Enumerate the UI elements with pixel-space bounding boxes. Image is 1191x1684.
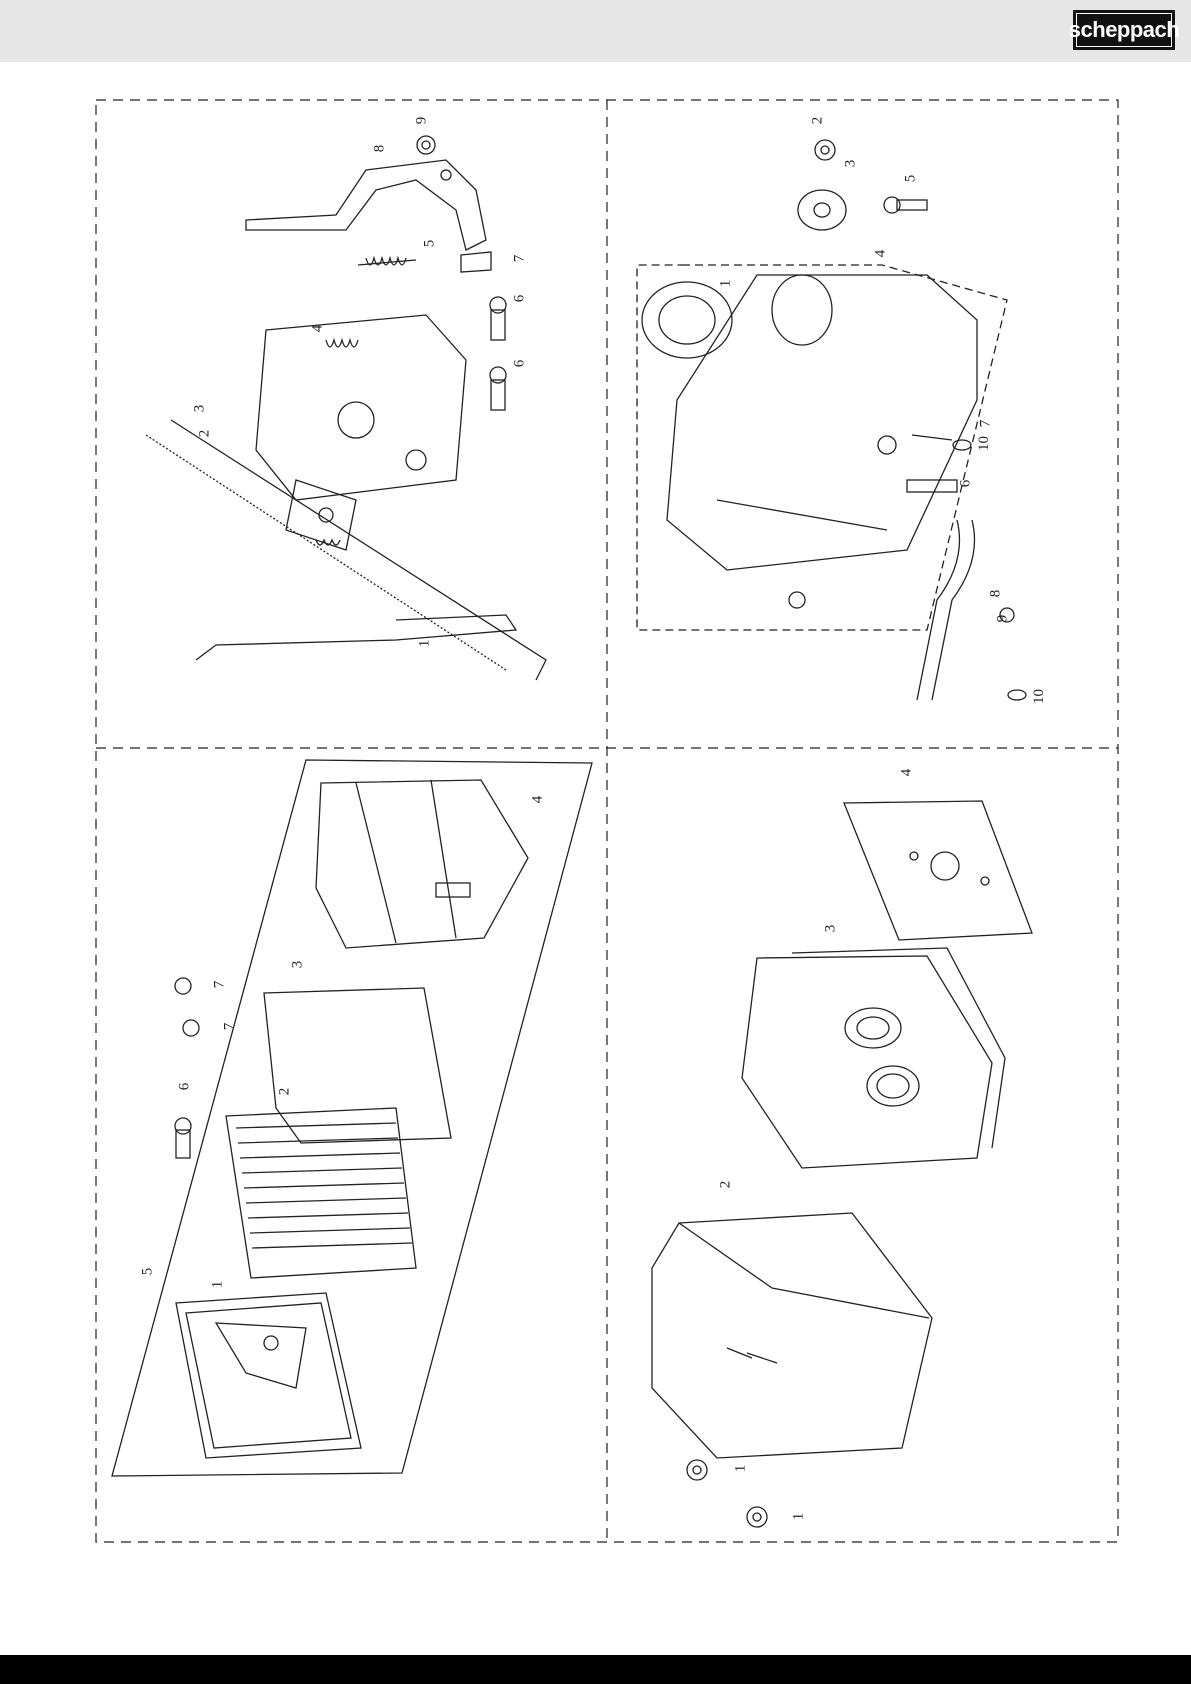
callout-4: 4 [529, 796, 546, 804]
callout-3: 3 [822, 925, 839, 933]
callout-10a: 10 [976, 436, 993, 451]
callout-2: 2 [717, 1181, 734, 1189]
callout-9: 9 [413, 117, 430, 125]
callout-10b: 10 [1031, 689, 1048, 704]
callout-1: 1 [416, 640, 433, 648]
callout-4: 4 [872, 250, 889, 258]
fuel-tank-diagram: 2 3 5 4 1 7 10 6 8 9 10 [607, 100, 1118, 748]
callout-6: 6 [957, 480, 974, 488]
callout-8: 8 [371, 145, 388, 153]
callout-8: 8 [987, 590, 1004, 598]
callout-7b: 7 [221, 1023, 238, 1031]
callout-5: 5 [902, 175, 919, 183]
air-filter-diagram: 4 7 7 6 3 2 5 1 [96, 748, 607, 1542]
callout-6a: 6 [511, 295, 528, 303]
callout-1b: 1 [790, 1513, 807, 1521]
governor-linkage-diagram: 9 8 5 7 6 6 4 3 2 1 [96, 100, 607, 748]
callout-1: 1 [209, 1281, 226, 1289]
callout-7: 7 [977, 420, 994, 428]
callout-9: 9 [994, 615, 1011, 623]
callout-2: 2 [196, 430, 213, 438]
page-footer [0, 1655, 1191, 1684]
callout-1: 1 [717, 280, 734, 288]
callout-2: 2 [809, 117, 826, 125]
muffler-diagram: 4 3 2 1 1 [607, 748, 1118, 1542]
callout-2: 2 [276, 1088, 293, 1096]
callout-6b: 6 [511, 360, 528, 368]
callout-6: 6 [176, 1083, 193, 1091]
callout-7a: 7 [211, 981, 228, 989]
callout-4: 4 [898, 769, 915, 777]
callout-4: 4 [309, 325, 326, 333]
callout-1a: 1 [732, 1465, 749, 1473]
callout-3: 3 [191, 405, 208, 413]
callout-5: 5 [139, 1268, 156, 1276]
callout-7: 7 [511, 255, 528, 263]
callout-3: 3 [289, 961, 306, 969]
callout-3: 3 [842, 160, 859, 168]
callout-5: 5 [421, 240, 438, 248]
